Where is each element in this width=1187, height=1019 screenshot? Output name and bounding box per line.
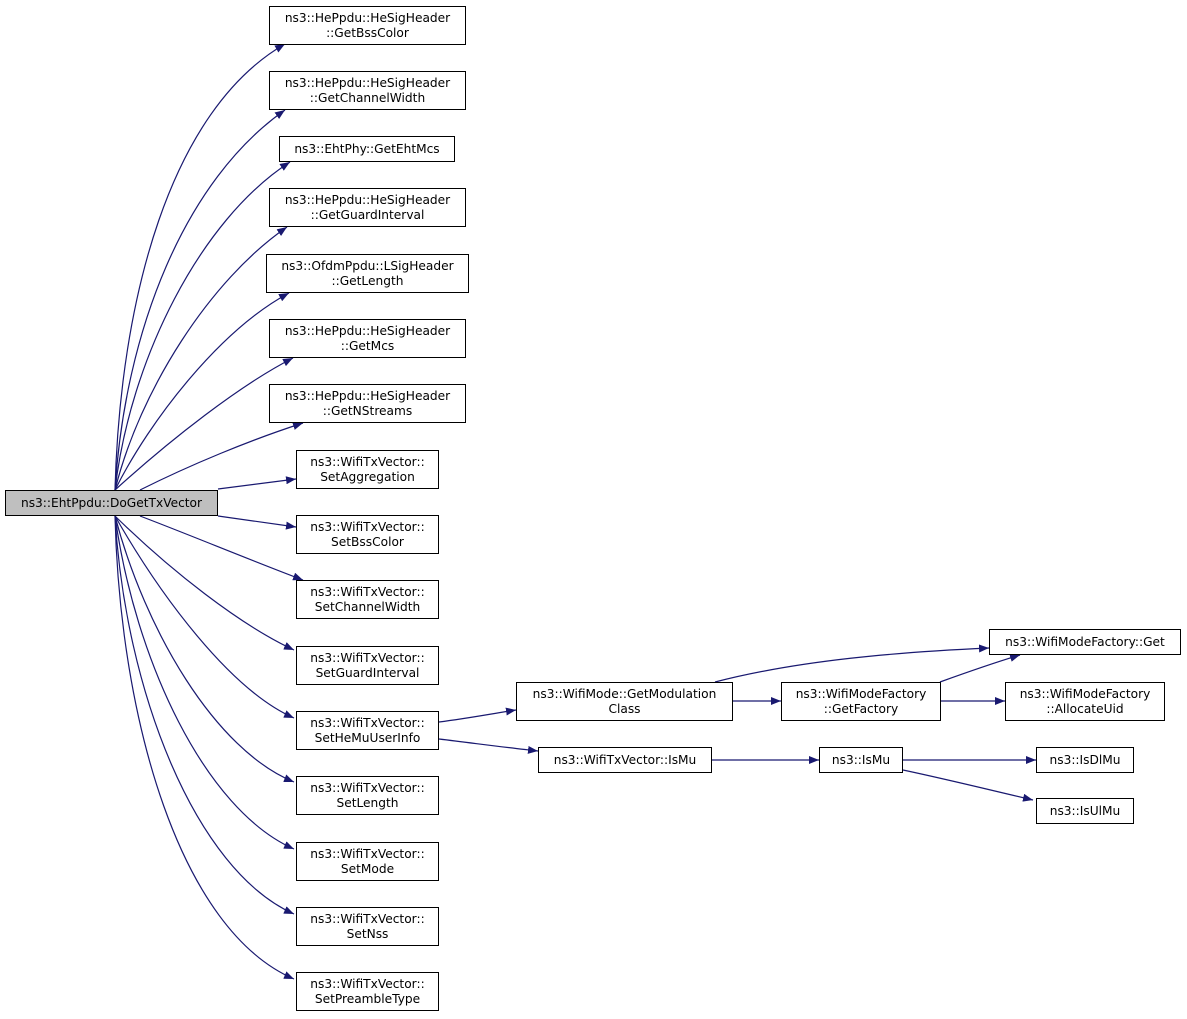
- edge-root-to-get-channel-width: [114, 109, 286, 491]
- node-label: ::GetMcs: [340, 338, 395, 353]
- node-label: ns3::WifiTxVector::IsMu: [553, 752, 697, 767]
- node-label: ns3::WifiTxVector::: [310, 846, 425, 861]
- node-label: ns3::WifiTxVector::: [310, 584, 425, 599]
- edge-root-to-set-nss: [114, 515, 295, 915]
- node-label: ns3::IsUlMu: [1049, 803, 1121, 818]
- node-label: ns3::WifiTxVector::: [310, 454, 425, 469]
- node-eht-phy-get-eht-mcs[interactable]: ns3::EhtPhy::GetEhtMcs: [279, 136, 455, 162]
- node-label: ns3::WifiTxVector::: [310, 715, 425, 730]
- node-label: ns3::HePpdu::HeSigHeader: [284, 10, 451, 25]
- edge-root-to-get-mcs: [114, 357, 294, 491]
- node-label: ns3::WifiTxVector::: [310, 911, 425, 926]
- edge-he-mu-user-info-to-modulation: [438, 707, 517, 723]
- edge-root-to-set-mode: [114, 515, 295, 850]
- edge-root-to-get-eht-mcs: [114, 161, 291, 491]
- edge-root-to-get-length: [114, 292, 290, 491]
- node-label: SetLength: [336, 795, 399, 810]
- node-wifi-tx-vector-set-aggregation[interactable]: ns3::WifiTxVector:: SetAggregation: [296, 450, 439, 489]
- edge-root-to-get-nstreams: [139, 422, 304, 491]
- node-he-sig-header-get-channel-width[interactable]: ns3::HePpdu::HeSigHeader ::GetChannelWid…: [269, 71, 466, 110]
- node-label: SetNss: [346, 926, 389, 941]
- node-wifi-mode-get-modulation-class[interactable]: ns3::WifiMode::GetModulation Class: [516, 682, 733, 721]
- node-wifi-tx-vector-set-length[interactable]: ns3::WifiTxVector:: SetLength: [296, 776, 439, 815]
- node-label: ns3::WifiModeFactory: [1019, 686, 1151, 701]
- edge-root-to-get-bss-color: [114, 43, 286, 491]
- edge-root-to-set-length: [114, 515, 295, 783]
- edge-is-mu-to-is-ul-mu: [902, 769, 1034, 802]
- node-label: ::GetFactory: [823, 701, 899, 716]
- node-label: ns3::IsMu: [831, 752, 891, 767]
- edge-modulation-to-mode-factory-get: [714, 644, 990, 683]
- node-label: ns3::WifiModeFactory: [795, 686, 927, 701]
- node-label: SetMode: [340, 861, 395, 876]
- edge-root-to-set-bss-color: [217, 515, 297, 530]
- edge-root-to-set-guard-interval: [114, 515, 295, 651]
- node-wifi-tx-vector-set-nss[interactable]: ns3::WifiTxVector:: SetNss: [296, 907, 439, 946]
- node-label: ::GetChannelWidth: [309, 90, 426, 105]
- edge-root-to-set-aggregation: [217, 476, 297, 490]
- node-label: SetChannelWidth: [314, 599, 421, 614]
- node-label: ns3::HePpdu::HeSigHeader: [284, 388, 451, 403]
- node-wifi-tx-vector-set-he-mu-user-info[interactable]: ns3::WifiTxVector:: SetHeMuUserInfo: [296, 711, 439, 750]
- edge-root-to-get-guard-interval: [114, 226, 288, 491]
- node-wifi-tx-vector-set-guard-interval[interactable]: ns3::WifiTxVector:: SetGuardInterval: [296, 646, 439, 685]
- edge-root-to-set-channel-width: [139, 515, 304, 581]
- node-label: ns3::WifiTxVector::: [310, 519, 425, 534]
- node-label: ::GetLength: [331, 273, 404, 288]
- node-label: ns3::HePpdu::HeSigHeader: [284, 323, 451, 338]
- node-wifi-tx-vector-is-mu[interactable]: ns3::WifiTxVector::IsMu: [538, 747, 712, 773]
- node-label: ns3::HePpdu::HeSigHeader: [284, 192, 451, 207]
- node-lsig-header-get-length[interactable]: ns3::OfdmPpdu::LSigHeader ::GetLength: [266, 254, 469, 293]
- node-label: ns3::EhtPhy::GetEhtMcs: [294, 141, 440, 156]
- node-wifi-tx-vector-set-preamble-type[interactable]: ns3::WifiTxVector:: SetPreambleType: [296, 972, 439, 1011]
- node-label: SetGuardInterval: [315, 665, 420, 680]
- node-wifi-tx-vector-set-channel-width[interactable]: ns3::WifiTxVector:: SetChannelWidth: [296, 580, 439, 619]
- node-label: SetBssColor: [331, 534, 404, 549]
- edge-root-to-set-he-mu-user-info: [114, 515, 295, 719]
- node-is-ul-mu[interactable]: ns3::IsUlMu: [1036, 798, 1134, 824]
- node-label: ::GetNStreams: [322, 403, 413, 418]
- node-label: ns3::WifiTxVector::: [310, 650, 425, 665]
- node-label: ns3::WifiModeFactory::Get: [1005, 634, 1165, 649]
- node-is-dl-mu[interactable]: ns3::IsDlMu: [1036, 747, 1134, 773]
- edge-get-factory-to-mode-factory-get: [939, 654, 1021, 683]
- node-wifi-mode-factory-get[interactable]: ns3::WifiModeFactory::Get: [989, 629, 1181, 655]
- node-label: SetAggregation: [320, 469, 415, 484]
- node-he-sig-header-get-guard-interval[interactable]: ns3::HePpdu::HeSigHeader ::GetGuardInter…: [269, 188, 466, 227]
- node-wifi-mode-factory-allocate-uid[interactable]: ns3::WifiModeFactory ::AllocateUid: [1005, 682, 1165, 721]
- node-label: ns3::WifiTxVector::: [310, 976, 425, 991]
- node-label: ns3::WifiTxVector::: [310, 780, 425, 795]
- node-eht-ppdu-do-get-tx-vector: ns3::EhtPpdu::DoGetTxVector: [5, 490, 218, 516]
- node-he-sig-header-get-mcs[interactable]: ns3::HePpdu::HeSigHeader ::GetMcs: [269, 319, 466, 358]
- node-label: SetPreambleType: [314, 991, 421, 1006]
- node-label: SetHeMuUserInfo: [314, 730, 421, 745]
- node-label: ns3::EhtPpdu::DoGetTxVector: [20, 495, 203, 510]
- node-wifi-mode-factory-get-factory[interactable]: ns3::WifiModeFactory ::GetFactory: [781, 682, 941, 721]
- node-is-mu[interactable]: ns3::IsMu: [819, 747, 903, 773]
- node-label: ns3::WifiMode::GetModulation: [532, 686, 717, 701]
- edge-he-mu-user-info-to-tx-is-mu: [438, 738, 539, 754]
- node-he-sig-header-get-nstreams[interactable]: ns3::HePpdu::HeSigHeader ::GetNStreams: [269, 384, 466, 423]
- edge-root-to-set-preamble-type: [114, 515, 295, 980]
- node-wifi-tx-vector-set-bss-color[interactable]: ns3::WifiTxVector:: SetBssColor: [296, 515, 439, 554]
- node-label: ns3::OfdmPpdu::LSigHeader: [281, 258, 454, 273]
- node-label: ns3::HePpdu::HeSigHeader: [284, 75, 451, 90]
- node-label: ::GetGuardInterval: [310, 207, 425, 222]
- node-label: ns3::IsDlMu: [1049, 752, 1121, 767]
- node-label: Class: [608, 701, 641, 716]
- node-wifi-tx-vector-set-mode[interactable]: ns3::WifiTxVector:: SetMode: [296, 842, 439, 881]
- node-he-sig-header-get-bss-color[interactable]: ns3::HePpdu::HeSigHeader ::GetBssColor: [269, 6, 466, 45]
- node-label: ::AllocateUid: [1046, 701, 1124, 716]
- node-label: ::GetBssColor: [326, 25, 409, 40]
